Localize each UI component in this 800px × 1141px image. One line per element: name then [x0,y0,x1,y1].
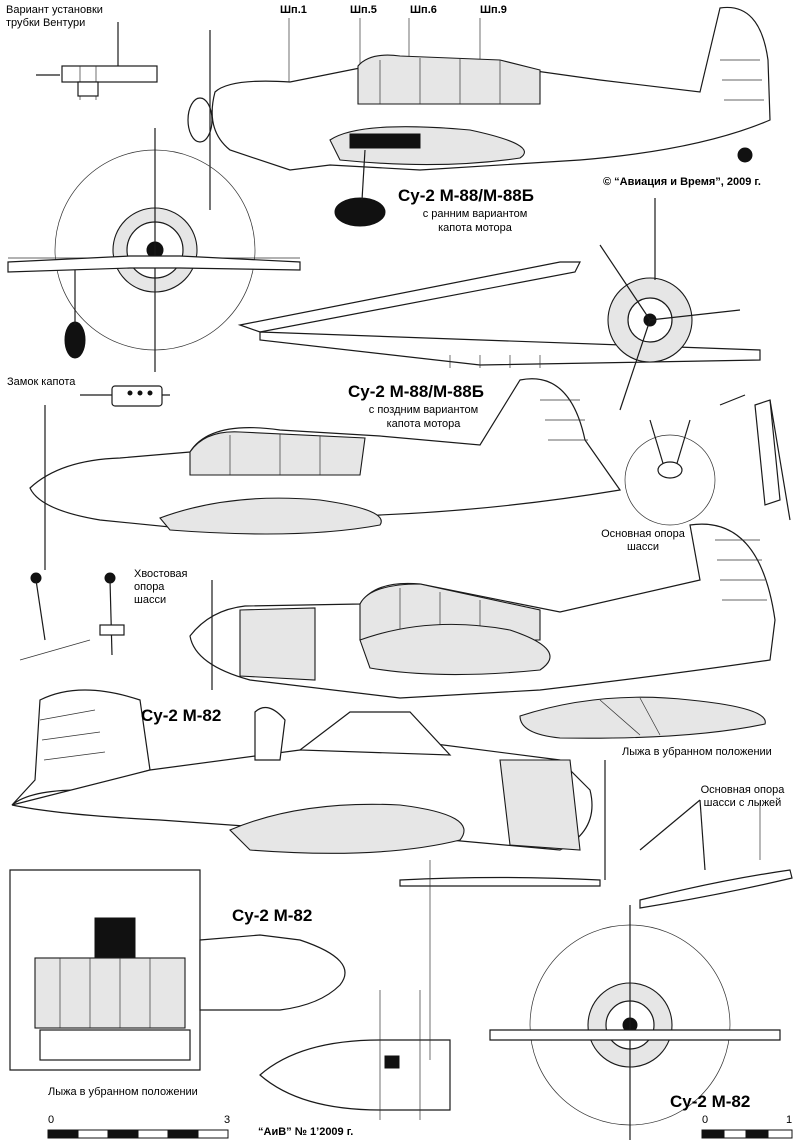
hood-lock-caption: Замок капота [7,376,76,388]
aircraft-front-view-bottom [489,905,781,1140]
ski-retracted-left-caption: Лыжа в убранном положении [48,1086,198,1098]
scale-right-end: 1 [786,1114,793,1126]
ski-retracted-right-caption: Лыжа в убранном положении [622,746,772,758]
aircraft-side-early-cowl [187,6,771,227]
tail-gear-caption: Хвостовая опора шасси [134,568,188,606]
journal-reference: “АиВ” № 1’2009 г. [258,1126,354,1138]
main-gear-detail [624,394,791,526]
model-title-late: Су-2 М-88/М-88Б [348,382,484,401]
frame-label-5: Шп.5 [350,4,377,16]
model-subtitle-early-1: с ранним вариантом [422,208,528,220]
model-subtitle-late-1: с поздним вариантом [368,404,479,416]
model-subtitle-early-2: капота мотора [438,222,512,234]
model-title-m82: Су-2 М-82 [141,706,222,725]
aircraft-front-view-top [7,128,301,372]
main-gear-caption: Основная опора шасси [601,528,685,553]
copyright-note: © “Авиация и Время”, 2009 г. [603,176,761,188]
main-gear-ski-caption: Основная опора шасси с лыжей [700,784,785,809]
venturi-tube-detail [36,22,158,100]
aircraft-side-late-cowl [29,378,622,570]
scale-bar-right [701,1129,793,1139]
aircraft-side-m82-lower [11,689,606,887]
main-gear-ski-detail [639,799,793,909]
model-title-m82-top: Су-2 М-82 [232,906,313,925]
scale-left-start: 0 [48,1114,55,1126]
frame-label-9: Шп.9 [480,4,507,16]
aircraft-side-m82-upper [189,523,776,699]
frame-label-1: Шп.1 [280,4,307,16]
hood-lock-detail [80,385,170,407]
venturi-caption: Вариант установки трубки Вентури [6,4,103,29]
tail-gear-detail [19,572,125,661]
model-title-early: Су-2 М-88/М-88Б [398,186,534,205]
model-title-m82-front: Су-2 М-82 [670,1092,751,1111]
scale-left-end: 3 [224,1114,231,1126]
model-subtitle-late-2: капота мотора [386,418,461,430]
ski-retracted-right [519,696,766,739]
scale-right-start: 0 [702,1114,709,1126]
scale-bar-left [47,1129,229,1139]
frame-label-6: Шп.6 [410,4,437,16]
aircraft-front-view-right [599,198,741,411]
aircraft-plan-m82 [9,860,451,1120]
